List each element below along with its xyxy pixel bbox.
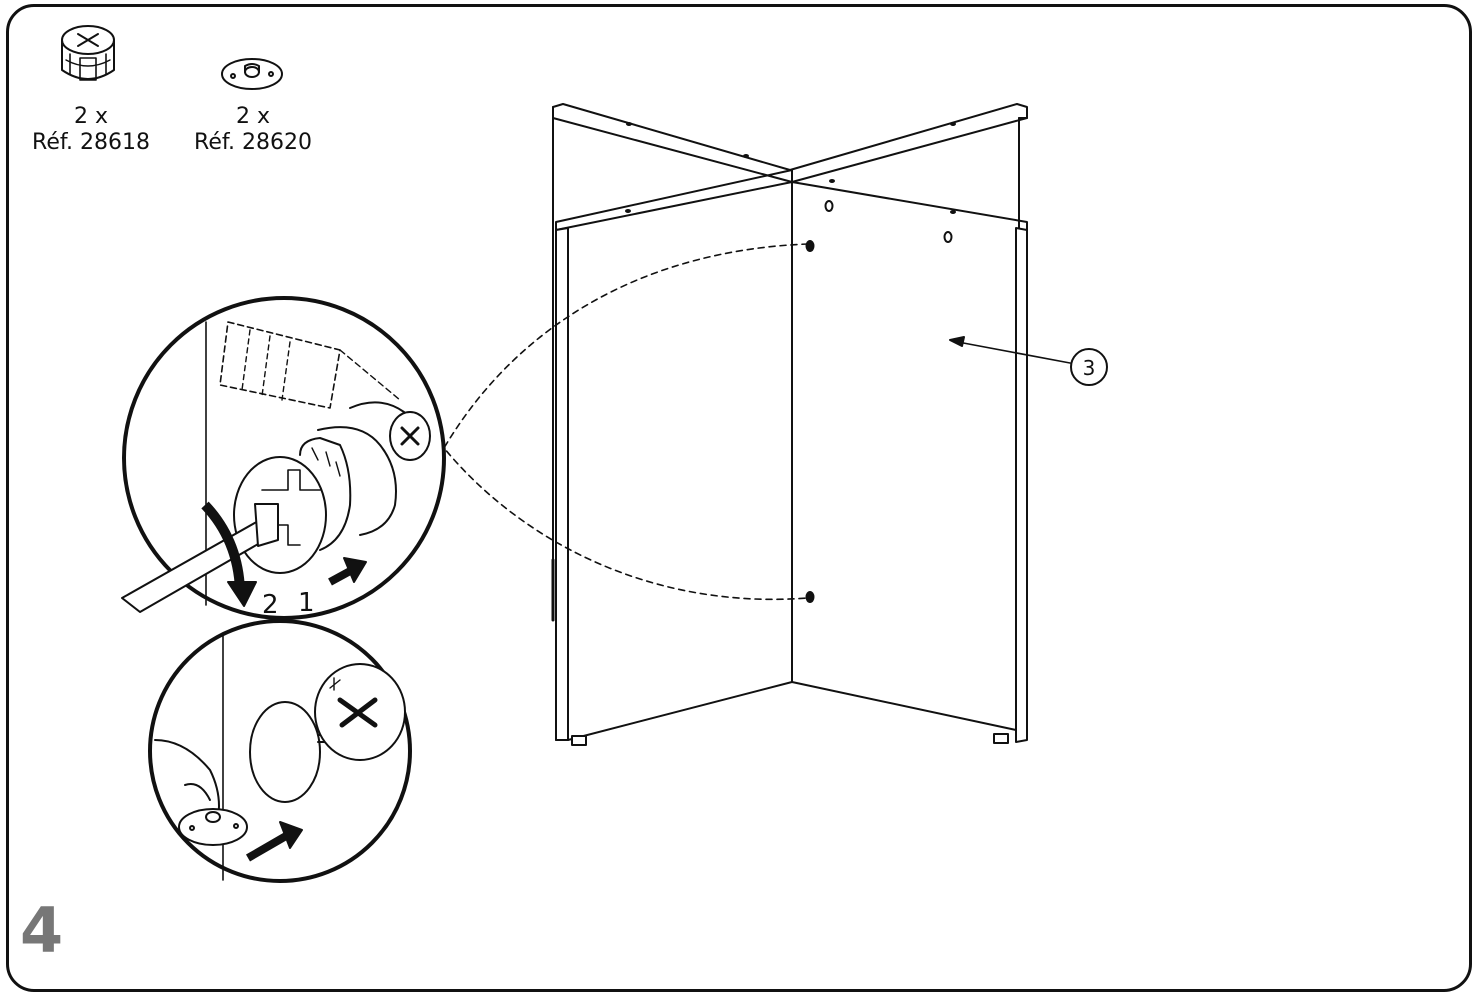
detail-circle-cam-plate <box>148 619 412 883</box>
step-number: 4 <box>20 894 64 967</box>
callout-3-leader <box>949 336 1108 386</box>
part-qty: 2 x <box>73 104 108 129</box>
step-label-2: 2 <box>262 590 279 620</box>
detail-circle-cam-lock <box>121 296 446 620</box>
callout-3-label: 3 <box>1083 356 1096 380</box>
frame-holes <box>625 122 956 214</box>
part-label-28618: 2 x Réf. 28618 <box>26 104 156 156</box>
part-ref: Réf. 28618 <box>32 130 150 155</box>
cam-lock-icon <box>61 25 115 81</box>
panel-holes <box>805 200 953 603</box>
part-ref: Réf. 28620 <box>194 130 312 155</box>
detail-callout-curve <box>443 243 809 601</box>
part-qty: 2 x <box>235 104 270 129</box>
panel-frame <box>551 103 1028 746</box>
step-label-1: 1 <box>298 588 315 618</box>
part-label-28620: 2 x Réf. 28620 <box>186 104 320 156</box>
cam-plate-icon <box>221 58 283 90</box>
